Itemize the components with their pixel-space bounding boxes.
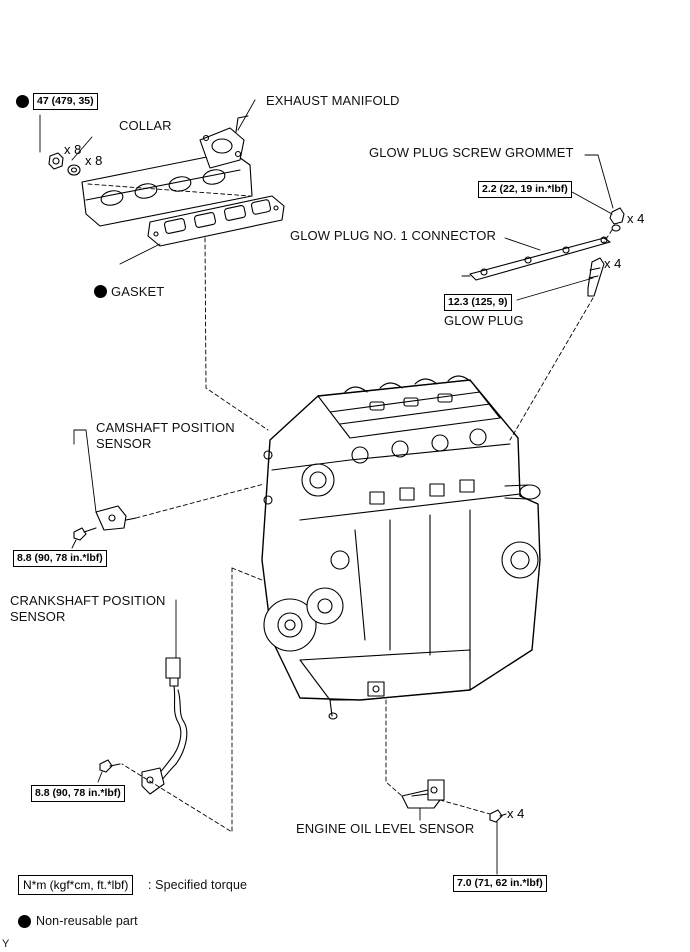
torque-camshaft-bolt: 8.8 (90, 78 in.*lbf) (13, 550, 107, 567)
label-glow-plug: GLOW PLUG (444, 313, 524, 328)
label-camshaft-sensor-line2: SENSOR (96, 436, 152, 451)
label-camshaft-sensor-line1: CAMSHAFT POSITION (96, 420, 235, 435)
label-glow-plug-connector: GLOW PLUG NO. 1 CONNECTOR (290, 228, 496, 243)
legend-torque-box: N*m (kgf*cm, ft.*lbf) (18, 875, 134, 895)
torque-glow-plug: 12.3 (125, 9) (444, 294, 512, 311)
qty-collar: x 8 (85, 153, 103, 168)
torque-crankshaft-bolt: 8.8 (90, 78 in.*lbf) (31, 785, 125, 802)
legend-torque-text: : Specified torque (148, 878, 248, 892)
nonreusable-mark-nut (16, 95, 29, 108)
label-gasket: GASKET (111, 284, 165, 299)
exhaust-manifold-drawing (81, 99, 256, 227)
crankshaft-sensor-drawing (97, 599, 188, 795)
label-crankshaft-sensor-line2: SENSOR (10, 609, 66, 624)
oil-level-sensor-drawing (401, 779, 507, 875)
qty-oil-level-bolt: x 4 (507, 806, 525, 821)
qty-manifold-nut: x 8 (64, 142, 82, 157)
engine-block-drawing (261, 375, 541, 720)
legend-nonreusable-text: Non-reusable part (36, 914, 138, 928)
legend-nonreusable-dot (18, 915, 31, 928)
gasket-drawing (119, 195, 285, 265)
glow-plug-parts-drawing (461, 154, 625, 301)
torque-manifold-nut: 47 (479, 35) (33, 93, 98, 110)
qty-grommet: x 4 (627, 211, 645, 226)
label-collar: COLLAR (119, 118, 172, 133)
label-exhaust-manifold: EXHAUST MANIFOLD (266, 93, 400, 108)
qty-glow-plug: x 4 (604, 256, 622, 271)
label-crankshaft-sensor-line1: CRANKSHAFT POSITION (10, 593, 166, 608)
label-engine-oil-level-sensor: ENGINE OIL LEVEL SENSOR (296, 821, 475, 836)
torque-grommet: 2.2 (22, 19 in.*lbf) (478, 181, 572, 198)
corner-mark: Y (2, 938, 10, 950)
nonreusable-mark-gasket (94, 285, 107, 298)
camshaft-sensor-drawing (71, 429, 137, 549)
label-glow-plug-screw-grommet: GLOW PLUG SCREW GROMMET (369, 145, 574, 160)
torque-oil-level-bolt: 7.0 (71, 62 in.*lbf) (453, 875, 547, 892)
nut-collar-drawing (39, 114, 93, 176)
